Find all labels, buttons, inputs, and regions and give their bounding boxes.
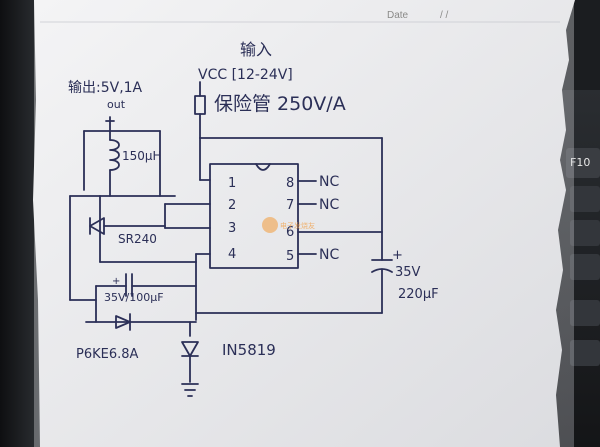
- diode-label: SR240: [118, 232, 157, 246]
- date-slashes: / /: [440, 10, 449, 21]
- vcc-label: VCC [12-24V]: [198, 67, 293, 83]
- cap-small-label: 35V/100μF: [104, 291, 164, 304]
- cap-plate: [371, 268, 393, 273]
- ic-pin-2: 2: [228, 198, 236, 213]
- cap-big-voltage: 35V: [395, 265, 421, 280]
- diode-symbol-in5819: [181, 341, 199, 357]
- ic-pin-6: 6: [286, 225, 294, 240]
- inductor-label: 150μH: [122, 149, 162, 163]
- diode-symbol-tvs: [115, 315, 131, 329]
- nc-label-pin5: NC: [319, 247, 339, 263]
- paper-shade: [34, 0, 574, 447]
- watermark-logo: [262, 217, 278, 233]
- ic-pin-8: 8: [286, 176, 294, 191]
- nc-label-pin7: NC: [319, 197, 339, 213]
- input-label: 输入: [240, 40, 272, 59]
- cap-plus: +: [392, 248, 403, 263]
- output-sub-label: out: [107, 98, 126, 111]
- keyboard-key: [570, 254, 600, 280]
- output-label: 输出:5V,1A: [68, 80, 143, 96]
- cap-big-capacity: 220μF: [398, 287, 439, 302]
- ic-pin-1: 1: [228, 176, 236, 191]
- ic-pin-7: 7: [286, 198, 294, 213]
- ic-pin-4: 4: [228, 247, 236, 262]
- nc-label-pin8: NC: [319, 174, 339, 190]
- keyboard-key: [570, 340, 600, 366]
- keyboard-key: [570, 300, 600, 326]
- desk-background: [0, 0, 40, 447]
- fuse-label: 保险管 250V/A: [214, 93, 346, 115]
- tvs-label: P6KE6.8A: [76, 347, 139, 362]
- ic-body: [209, 163, 299, 269]
- ic-pin-5: 5: [286, 249, 294, 264]
- cap-small-plus: +: [112, 276, 120, 287]
- keyboard-key: [570, 186, 600, 212]
- inductor-symbol: [109, 139, 120, 171]
- ic-notch: [255, 163, 271, 171]
- diode2-label: IN5819: [222, 341, 276, 359]
- date-label: Date: [387, 10, 409, 21]
- keyboard-key: [570, 220, 600, 246]
- ic-pin-3: 3: [228, 221, 236, 236]
- watermark-text: 电子发烧友: [280, 221, 315, 230]
